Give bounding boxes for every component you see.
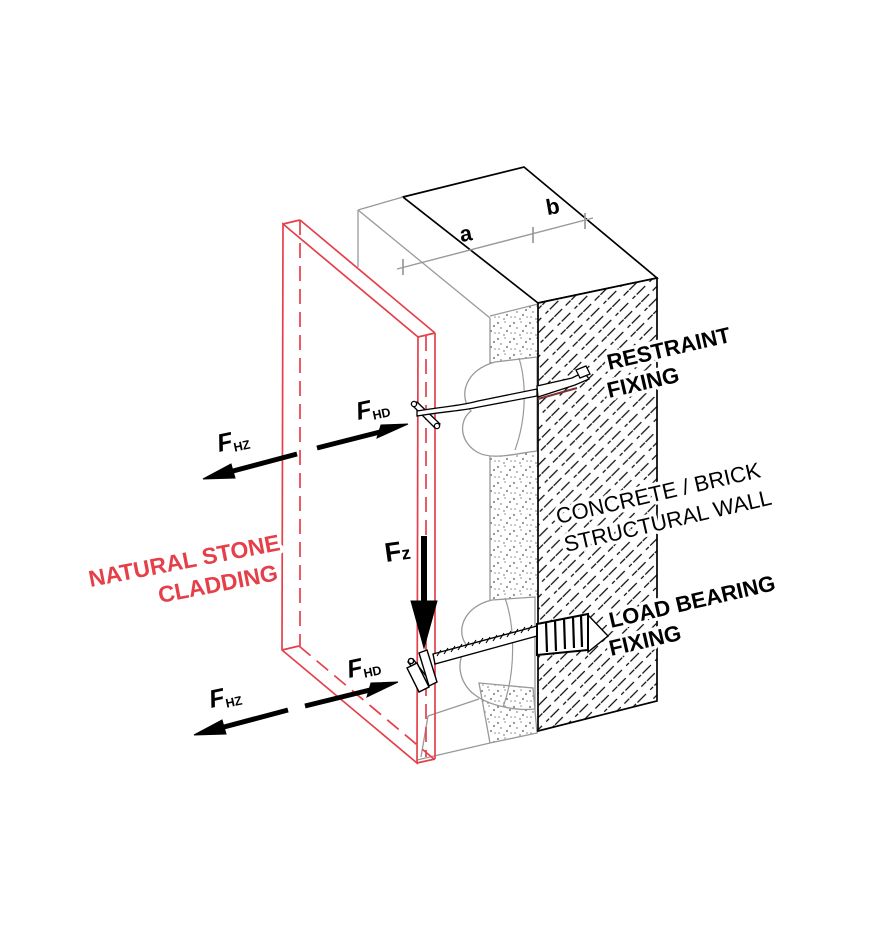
force-arrow-fhz-top [202, 451, 298, 480]
fhz-top-head [202, 463, 236, 480]
load-bearing-anchor [406, 612, 610, 693]
load-sleeve-segments [544, 614, 584, 653]
force-arrow-fhz-bottom [193, 707, 289, 736]
force-arrow-fhd-bottom [304, 681, 399, 709]
panel-hidden-edge-bottom [298, 645, 435, 760]
drill-holes [459, 356, 538, 744]
dim-label-b: b [544, 193, 562, 220]
force-arrow-fhd-top [316, 423, 409, 451]
force-label-fhz-bottom: FHZ [206, 680, 243, 714]
stipple-block-bottom [478, 682, 538, 744]
stipple-segment-upper [490, 304, 538, 371]
force-label-fhd-top: FHD [353, 392, 391, 426]
cavity-ledge-lower-line [416, 742, 491, 761]
stipple-segment-middle [490, 450, 538, 603]
force-arrows [193, 423, 438, 736]
load-expansion-sleeve [536, 612, 589, 657]
fhd-bottom-head [366, 681, 399, 698]
wall-stipple-band [490, 304, 538, 603]
fhd-top-head [376, 423, 409, 439]
restraint-rod [416, 388, 538, 417]
drill-hole-upper [462, 356, 538, 457]
restraint-pin-end-bottom [433, 422, 441, 430]
force-label-fhd-bottom: FHD [344, 650, 382, 684]
fhd-top-shaft [316, 429, 381, 451]
force-arrow-fz [410, 536, 438, 650]
fhz-bottom-head [193, 719, 227, 736]
force-label-fz: Fz [383, 535, 412, 568]
drill-hole-upper-inner-arc [514, 357, 525, 451]
cavity-ledge-upper-line [427, 698, 480, 717]
dimension-line-group: a b [396, 193, 594, 275]
ghost-top-back-edge [357, 196, 404, 211]
fhz-bottom-shaft [223, 707, 289, 730]
load-strap-hatch-ticks [436, 624, 533, 657]
restraint-expansion-sleeve [536, 371, 590, 398]
restraint-pin-end-top [410, 400, 418, 408]
ghost-top-front-edge [357, 209, 491, 319]
fz-head [410, 600, 438, 650]
fhz-top-shaft [232, 451, 298, 474]
load-bracket-plate [418, 649, 438, 687]
fhd-bottom-shaft [304, 687, 371, 709]
restraint-anchor-tip [575, 365, 591, 379]
force-label-fhz-top: FHZ [214, 424, 251, 458]
restraint-anchor [410, 365, 591, 430]
load-bracket-pin-end [407, 657, 415, 665]
load-bracket-foot [406, 662, 430, 693]
restraint-sleeve-shadow-line [537, 387, 578, 400]
dimension-ticks [402, 213, 586, 275]
dimension-line [396, 217, 594, 270]
dim-label-a: a [458, 220, 475, 247]
panel-thickness-edges [281, 219, 436, 764]
